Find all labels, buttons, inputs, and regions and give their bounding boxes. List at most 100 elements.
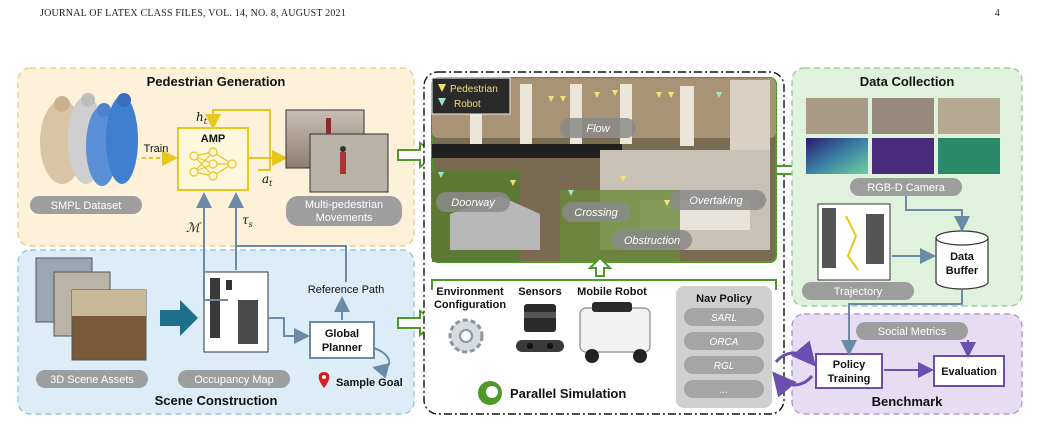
global-planner-line2: Planner <box>322 342 363 354</box>
evaluation-label: Evaluation <box>941 366 997 378</box>
tau-symbol: τ <box>242 213 249 227</box>
running-header: JOURNAL OF LATEX CLASS FILES, VOL. 14, N… <box>40 8 1000 22</box>
robot-marker-icon <box>438 98 446 106</box>
scene-assets-pill <box>36 370 148 388</box>
scene-construction-title: Scene Construction <box>155 393 278 408</box>
sample-goal-label: Sample Goal <box>336 377 403 389</box>
location-pin-icon <box>318 372 330 388</box>
reference-to-tau-line <box>236 245 347 282</box>
legend-pedestrian-label: Pedestrian <box>450 84 498 95</box>
nav-policy-item-label: ORCA <box>710 337 739 348</box>
social-metrics-pill <box>856 322 968 340</box>
movements-label-line2: Movements <box>316 212 373 224</box>
scene-assets-images <box>35 257 147 361</box>
amp-label: AMP <box>201 133 225 145</box>
parallel-simulation-logo <box>478 381 502 405</box>
nav-policy-item-label: RGL <box>714 361 735 372</box>
flow-pill <box>560 118 636 138</box>
buffer-to-training-arrow <box>841 290 963 356</box>
policy-training-line2: Training <box>828 373 871 385</box>
ht-subscript: t <box>204 117 208 126</box>
planner-loop-arrow <box>372 347 391 379</box>
legend-robot-label: Robot <box>454 99 481 110</box>
train-label: Train <box>144 143 169 155</box>
scenario-doorway-label: Doorway <box>451 197 496 209</box>
svg-text:τs: τs <box>242 213 253 229</box>
components-bracket <box>431 279 777 290</box>
occupancy-map-image <box>203 271 269 353</box>
occupancy-map-label: Occupancy Map <box>194 374 273 386</box>
nav-policy-item[interactable] <box>684 356 764 374</box>
trajectory-image <box>817 203 891 281</box>
movements-pill <box>286 196 402 226</box>
doorway-pill <box>436 192 510 212</box>
lidar-sensor-icon <box>524 304 556 332</box>
rgbd-camera-label: RGB-D Camera <box>867 182 946 194</box>
crossing-pill <box>562 202 630 222</box>
parallel-simulation-title: Parallel Simulation <box>510 386 626 401</box>
at-symbol: a <box>262 172 269 186</box>
assets-to-map-arrow <box>160 300 198 336</box>
policy-training-box <box>815 353 883 389</box>
nav-policy-item[interactable] <box>684 332 764 350</box>
simulation-render-image <box>431 77 777 263</box>
smpl-dataset-pill <box>30 196 142 214</box>
scene-assets-label: 3D Scene Assets <box>50 374 134 386</box>
benchmark-title: Benchmark <box>872 394 944 409</box>
trajectory-pill <box>802 282 914 300</box>
svg-text:at: at <box>262 172 273 188</box>
data-collection-title: Data Collection <box>860 74 955 89</box>
obstruction-pill <box>612 230 692 250</box>
ht-symbol: h <box>196 110 204 124</box>
scenario-crossing-label: Crossing <box>574 207 618 219</box>
at-subscript: t <box>269 179 273 188</box>
depth-camera-icon <box>516 340 564 352</box>
trajectory-label: Trajectory <box>834 286 883 298</box>
cycle-arrows-icon <box>772 340 816 398</box>
m-symbol: ℳ <box>186 221 202 236</box>
page-number: 4 <box>994 8 1000 19</box>
data-collection-panel: Data Collection RGB-D Camera Trajectory … <box>791 67 1023 307</box>
data-buffer-icon <box>935 230 989 290</box>
reference-path-label: Reference Path <box>308 284 384 296</box>
mobile-robot-image <box>579 302 651 363</box>
scenario-obstruction-label: Obstruction <box>624 235 680 247</box>
evaluation-box <box>933 355 1005 387</box>
env-config-line1: Environment <box>436 286 504 298</box>
rgbd-camera-images <box>806 98 1000 174</box>
m-arrow <box>196 192 228 301</box>
nav-policy-item[interactable] <box>684 380 764 398</box>
nav-policy-item[interactable] <box>684 308 764 326</box>
mobile-robot-label: Mobile Robot <box>577 286 647 298</box>
nav-policy-panel: Nav Policy SARL ORCA RGL ... <box>676 286 772 408</box>
svg-text:ht: ht <box>196 110 208 126</box>
sim-to-render-arrow <box>587 256 613 277</box>
pedestrian-generation-title: Pedestrian Generation <box>147 74 286 89</box>
neural-network-icon <box>189 147 237 181</box>
gear-icon <box>448 318 484 354</box>
pedestrian-marker-icon <box>438 84 446 92</box>
pedestrian-movement-images <box>285 109 389 193</box>
sensors-label: Sensors <box>518 286 561 298</box>
global-planner-line1: Global <box>325 328 359 340</box>
map-to-planner-arrow <box>268 317 310 344</box>
nav-policy-title: Nav Policy <box>696 293 753 305</box>
ht-feedback-arrow <box>205 109 271 171</box>
movements-label-line1: Multi-pedestrian <box>305 199 383 211</box>
nav-policy-item-label: ... <box>720 385 728 396</box>
social-metrics-label: Social Metrics <box>878 326 947 338</box>
rgbd-camera-pill <box>850 178 962 196</box>
scenario-flow-label: Flow <box>586 123 610 135</box>
env-config-line2: Configuration <box>434 299 506 311</box>
running-head-text: JOURNAL OF LATEX CLASS FILES, VOL. 14, N… <box>40 8 346 19</box>
benchmark-panel: Social Metrics Policy Training Evaluatio… <box>791 290 1023 415</box>
smpl-figures-image <box>40 93 138 186</box>
policy-training-line1: Policy <box>833 359 866 371</box>
nav-policy-item-label: SARL <box>711 313 737 324</box>
tau-subscript: s <box>249 220 253 229</box>
camera-to-buffer-arrow <box>905 196 970 232</box>
occupancy-map-pill <box>178 370 290 388</box>
overtaking-pill <box>670 190 766 210</box>
scene-construction-panel: 3D Scene Assets Occupancy Map Global Pla… <box>17 249 415 415</box>
